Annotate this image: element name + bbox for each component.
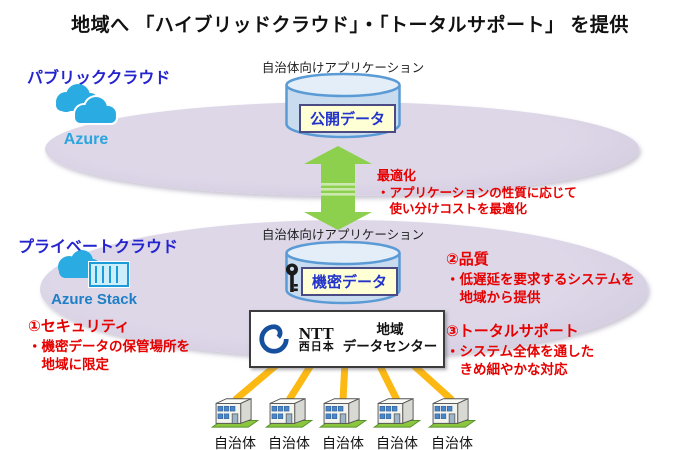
azure-block: Azure xyxy=(44,84,128,149)
private-app-label: 自治体向けアプリケーション xyxy=(261,228,425,242)
municipality-2: 自治体 xyxy=(314,394,372,450)
note-quality-line2: 地域から提供 xyxy=(446,290,541,306)
building-icon xyxy=(372,398,422,428)
datacenter-box: NTT 西日本 地域 データセンター xyxy=(249,310,445,368)
optimization-line2: 使い分けコストを最適化 xyxy=(377,202,528,217)
note-security-line1: ・機密データの保管場所を xyxy=(28,338,190,354)
note-security-line2: 地域に限定 xyxy=(28,357,109,373)
building-icon xyxy=(264,398,314,428)
private-data-box: 機密データ xyxy=(301,267,399,296)
ntt-wordmark: NTT 西日本 xyxy=(299,325,335,353)
optimization-heading: 最適化 xyxy=(377,168,417,183)
municipality-4: 自治体 xyxy=(423,394,481,450)
azure-cloud-icon xyxy=(56,84,118,125)
note-quality: ②品質 ・低遅延を要求するシステムを 地域から提供 xyxy=(446,250,635,308)
ntt-brand-line1: NTT xyxy=(298,324,334,343)
public-cloud-label: パブリッククラウド xyxy=(27,70,171,87)
municipality-label: 自治体 xyxy=(322,435,364,450)
note-security-heading: ①セキュリティ xyxy=(28,318,130,335)
note-support-heading: ③トータルサポート xyxy=(446,323,579,340)
municipality-3: 自治体 xyxy=(368,394,426,450)
private-cloud-label: プライベートクラウド xyxy=(18,239,179,256)
azure-stack-label: Azure Stack xyxy=(51,291,137,308)
ntt-logo-icon xyxy=(259,324,289,354)
note-quality-line1: ・低遅延を要求するシステムを xyxy=(446,271,635,287)
note-support-line2: きめ細やかな対応 xyxy=(446,362,568,378)
bidirectional-arrow-icon xyxy=(304,146,372,230)
municipality-0: 自治体 xyxy=(206,394,264,450)
azure-label: Azure xyxy=(63,131,109,148)
azure-stack-icon xyxy=(58,250,130,288)
note-support: ③トータルサポート ・システム全体を通した きめ細やかな対応 xyxy=(446,322,594,380)
ntt-brand-line2: 西日本 xyxy=(298,341,335,353)
public-data-box: 公開データ xyxy=(299,104,397,133)
municipality-label: 自治体 xyxy=(376,435,418,450)
building-icon xyxy=(427,398,477,428)
municipality-1: 自治体 xyxy=(260,394,318,450)
optimization-note: 最適化 ・アプリケーションの性質に応じて 使い分けコストを最適化 xyxy=(377,168,577,217)
note-support-line1: ・システム全体を通した xyxy=(446,343,595,359)
municipality-label: 自治体 xyxy=(431,435,473,450)
building-icon xyxy=(210,398,260,428)
building-icon xyxy=(318,398,368,428)
page-title: 地域へ 「ハイブリッドクラウド」・「トータルサポート」 を提供 xyxy=(71,15,629,36)
municipality-label: 自治体 xyxy=(214,435,256,450)
azure-stack-block: Azure Stack xyxy=(46,250,142,308)
optimization-line1: ・アプリケーションの性質に応じて xyxy=(377,185,577,200)
public-app-label: 自治体向けアプリケーション xyxy=(261,61,425,75)
datacenter-label: 地域 データセンター xyxy=(343,322,438,356)
datacenter-label-line1: 地域 xyxy=(376,322,404,338)
note-security: ①セキュリティ ・機密データの保管場所を 地域に限定 xyxy=(28,317,190,375)
note-quality-heading: ②品質 xyxy=(446,251,489,268)
key-icon xyxy=(286,263,298,292)
datacenter-label-line2: データセンター xyxy=(342,339,438,354)
municipality-label: 自治体 xyxy=(268,435,310,450)
